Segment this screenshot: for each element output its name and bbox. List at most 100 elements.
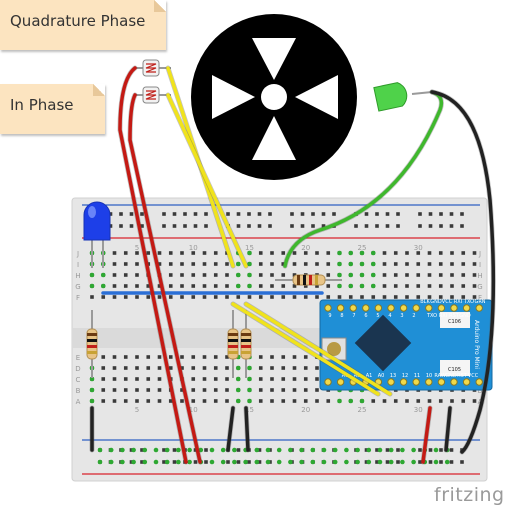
resistor-2 [227, 310, 239, 378]
connected-hole [247, 283, 252, 289]
breadboard-hole [123, 388, 128, 392]
connected-hole [89, 272, 95, 278]
breadboard-hole [225, 377, 229, 381]
arduino-pin [387, 304, 395, 312]
rail-hole [439, 448, 443, 452]
resistor-band [309, 275, 312, 285]
connected-rail-hole [164, 447, 170, 453]
breadboard-hole [416, 399, 421, 403]
breadboard-hole [123, 295, 128, 299]
rail-hole [364, 224, 369, 228]
connected-hole [247, 272, 252, 278]
resistor-band [241, 345, 251, 348]
row-letter: B [478, 387, 483, 395]
rail-hole [385, 448, 390, 452]
breadboard-hole [438, 262, 443, 266]
connected-rail-hole [377, 447, 383, 453]
rail-hole [226, 460, 230, 464]
breadboard-hole [213, 251, 218, 255]
breadboard-hole [270, 366, 274, 370]
rail-hole [140, 448, 144, 452]
arduino-pin [374, 304, 383, 312]
black-wire-4 [444, 406, 452, 452]
arduino-pin-label: 10 [426, 373, 432, 379]
arduino-pin-label: VCC [468, 373, 479, 379]
arduino-pin [399, 304, 408, 312]
board-label-1: C106 [448, 319, 461, 325]
arduino-pin-label: RXI [439, 313, 447, 319]
breadboard-hole [258, 366, 263, 370]
connected-rail-hole [243, 459, 248, 465]
connected-hole [337, 250, 342, 256]
breadboard-hole [180, 284, 184, 288]
breadboard-hole [281, 355, 286, 359]
breadboard-hole [427, 295, 432, 299]
breadboard-hole [112, 251, 117, 255]
breadboard-hole [157, 262, 162, 266]
arduino-pin-label: A0 [378, 373, 385, 379]
arduino-pin-label: VCC [442, 299, 453, 305]
breadboard-hole [146, 251, 151, 255]
connected-rail-hole [153, 447, 159, 453]
connected-hole [247, 365, 252, 371]
breadboard-hole [258, 273, 263, 277]
breadboard-hole [112, 366, 117, 370]
arduino-pin-label: RST [449, 313, 460, 319]
breadboard-hole [472, 262, 477, 266]
row-letter: C [76, 376, 81, 384]
breadboard-hole [146, 399, 151, 403]
connected-rail-hole [187, 447, 192, 453]
breadboard-hole [180, 355, 184, 359]
breadboard-hole [303, 355, 308, 359]
yellow-wire-3 [231, 302, 380, 396]
breadboard-hole [191, 295, 196, 299]
rail-hole [193, 448, 198, 452]
breadboard-hole [202, 366, 207, 370]
blue-led [83, 201, 111, 268]
connected-rail-hole [377, 459, 383, 465]
row-letter: B [76, 387, 81, 395]
breadboard-hole [472, 251, 477, 255]
rail-hole [247, 224, 251, 228]
rail-hole [108, 212, 113, 216]
breadboard-hole [168, 284, 173, 288]
connected-rail-hole [332, 447, 338, 453]
breadboard-hole [191, 377, 196, 381]
rail-hole [439, 460, 443, 464]
rail-hole [460, 224, 464, 228]
arduino-pin-label: 8 [340, 313, 343, 319]
connected-rail-hole [433, 447, 439, 453]
rail-hole [162, 212, 166, 216]
breadboard-hole [180, 295, 184, 299]
breadboard-hole [303, 388, 308, 392]
breadboard-hole [270, 262, 274, 266]
arduino-title: Arduino Pro Mini [473, 320, 480, 369]
connected-rail-hole [220, 447, 226, 453]
connected-hole [348, 283, 354, 289]
breadboard-hole [146, 284, 151, 288]
rail-hole [172, 460, 177, 464]
column-number: 30 [414, 244, 423, 252]
arduino-pin-label: TXO [463, 299, 474, 305]
breadboard-hole [247, 295, 252, 299]
connected-rail-hole [120, 459, 125, 465]
breadboard-hole [191, 251, 196, 255]
connected-hole [100, 272, 106, 278]
arduino-pin-label: 2 [412, 313, 415, 319]
connected-hole [359, 272, 365, 278]
connected-rail-hole [176, 459, 181, 465]
breadboard-hole [135, 377, 139, 381]
connected-hole [89, 283, 95, 289]
connected-hole [247, 398, 252, 404]
breadboard-hole [326, 273, 331, 277]
connected-rail-hole [366, 459, 372, 465]
breadboard-hole [168, 355, 173, 359]
breadboard-hole [146, 295, 151, 299]
encoder-hub [261, 84, 287, 110]
breadboard-hole [180, 262, 184, 266]
rail-hole [428, 224, 433, 228]
row-letter: G [75, 283, 80, 291]
breadboard-hole [393, 295, 398, 299]
